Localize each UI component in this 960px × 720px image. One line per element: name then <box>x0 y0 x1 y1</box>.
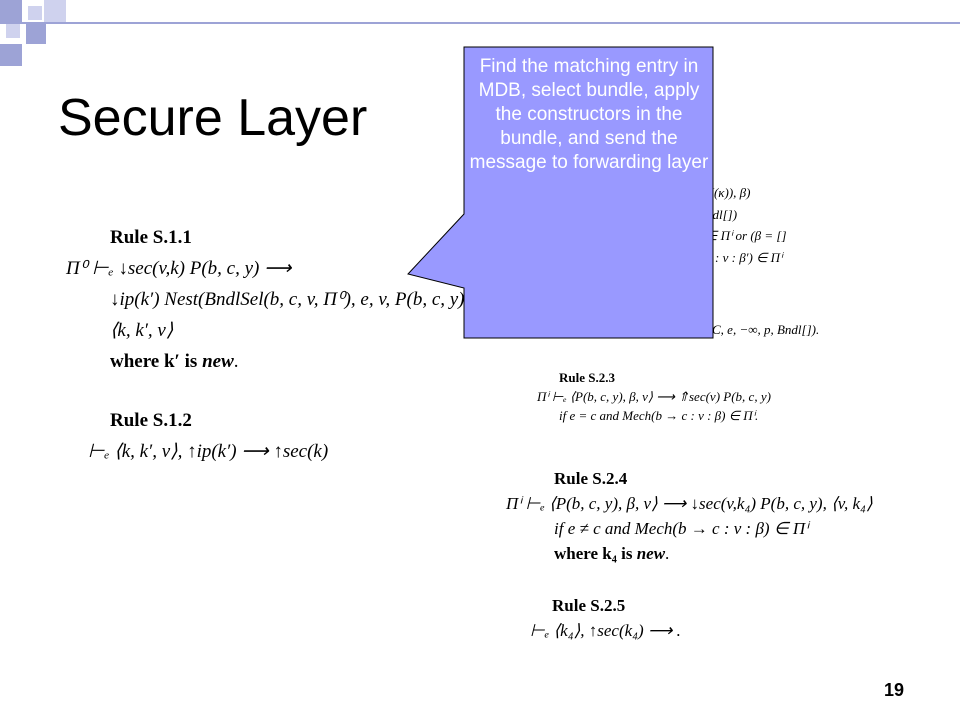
corner-square <box>0 0 22 22</box>
corner-square <box>44 0 66 22</box>
rule-s11: Rule S.1.1 Π⁰ ⊢ₑ ↓sec(v,k) P(b, c, y) ⟶ … <box>66 222 476 377</box>
rule-line: ⊢ₑ ⟨k, k′, v⟩, ↑ip(k′) ⟶ ↑sec(k) <box>88 441 329 462</box>
rule-label: Rule S.2.4 <box>554 469 628 488</box>
rule-line: Πⁱ ⊢ₑ ⟨P(b, c, y), β, v⟩ ⟶ ⇑sec(v) P(b, … <box>537 389 771 404</box>
rule-s24: Rule S.2.4 Πⁱ ⊢ₑ ⟨P(b, c, y), β, v⟩ ⟶ ↓s… <box>506 466 873 566</box>
rule-line: if e ≠ c and Mech(b → c : v : β) ∈ Πⁱ <box>554 519 809 538</box>
rule-line: ndl[]) <box>706 206 738 222</box>
rule-line: c : v : β′) ∈ Πⁱ <box>706 249 783 265</box>
rule-label: Rule S.1.1 <box>110 227 192 248</box>
rule-text: where k′ is <box>110 351 203 372</box>
rule-s25: Rule S.2.5 ⊢ₑ ⟨k₄⟩, ↑sec(k₄) ⟶ . <box>530 593 681 643</box>
rule-line: ⊢ₑ ⟨k₄⟩, ↑sec(k₄) ⟶ . <box>530 621 681 640</box>
rule-label: Rule S.2.5 <box>552 596 626 615</box>
corner-square <box>26 24 46 44</box>
rule-emphasis: new <box>202 351 234 372</box>
rule-s22-tail: C, e, −∞, p, Bndl[]). <box>712 322 820 337</box>
rule-line: ⟨k, k′, v⟩ <box>110 320 174 341</box>
rule-where-line: where k′ is new. <box>66 346 476 377</box>
corner-square <box>28 6 42 20</box>
rule-line: ↓ip(k′) Nest(BndlSel(b, c, v, Π⁰), e, v,… <box>110 289 476 310</box>
rule-text: where k₄ is <box>554 544 637 563</box>
slide-title: Secure Layer <box>58 89 368 147</box>
rule-line: Πⁱ ⊢ₑ ⟨P(b, c, y), β, v⟩ ⟶ ↓sec(v,k₄) P(… <box>506 494 873 513</box>
rule-text: . <box>233 351 239 372</box>
rule-line: X(κ)), β) <box>706 185 751 200</box>
rule-s12: Rule S.1.2 ⊢ₑ ⟨k, k′, v⟩, ↑ip(k′) ⟶ ↑sec… <box>88 405 328 467</box>
rule-text: . <box>665 544 670 563</box>
rule-emphasis: new <box>636 544 666 563</box>
rule-where-line: where k₄ is new. <box>506 541 873 566</box>
callout-shape <box>407 46 714 339</box>
corner-square <box>6 24 20 38</box>
rule-label: Rule S.2.3 <box>559 370 615 385</box>
callout-text: Find the matching entry in MDB, select b… <box>469 56 709 173</box>
page-number: 19 <box>883 680 904 700</box>
rule-line: Π⁰ ⊢ₑ ↓sec(v,k) P(b, c, y) ⟶ <box>66 258 292 279</box>
corner-square <box>0 44 22 66</box>
rule-s22-fragment: X(κ)), β) ndl[]) ∈ Πⁱ or (β = [] c : v :… <box>706 182 787 268</box>
rule-line: ∈ Πⁱ or (β = [] <box>706 228 787 243</box>
rule-label: Rule S.1.2 <box>110 410 192 431</box>
rule-line: if e = c and Mech(b → c : v : β) ∈ Πⁱ. <box>559 408 759 423</box>
header-rule <box>0 22 960 24</box>
rule-s23: Rule S.2.3 Πⁱ ⊢ₑ ⟨P(b, c, y), β, v⟩ ⟶ ⇑s… <box>537 368 771 425</box>
